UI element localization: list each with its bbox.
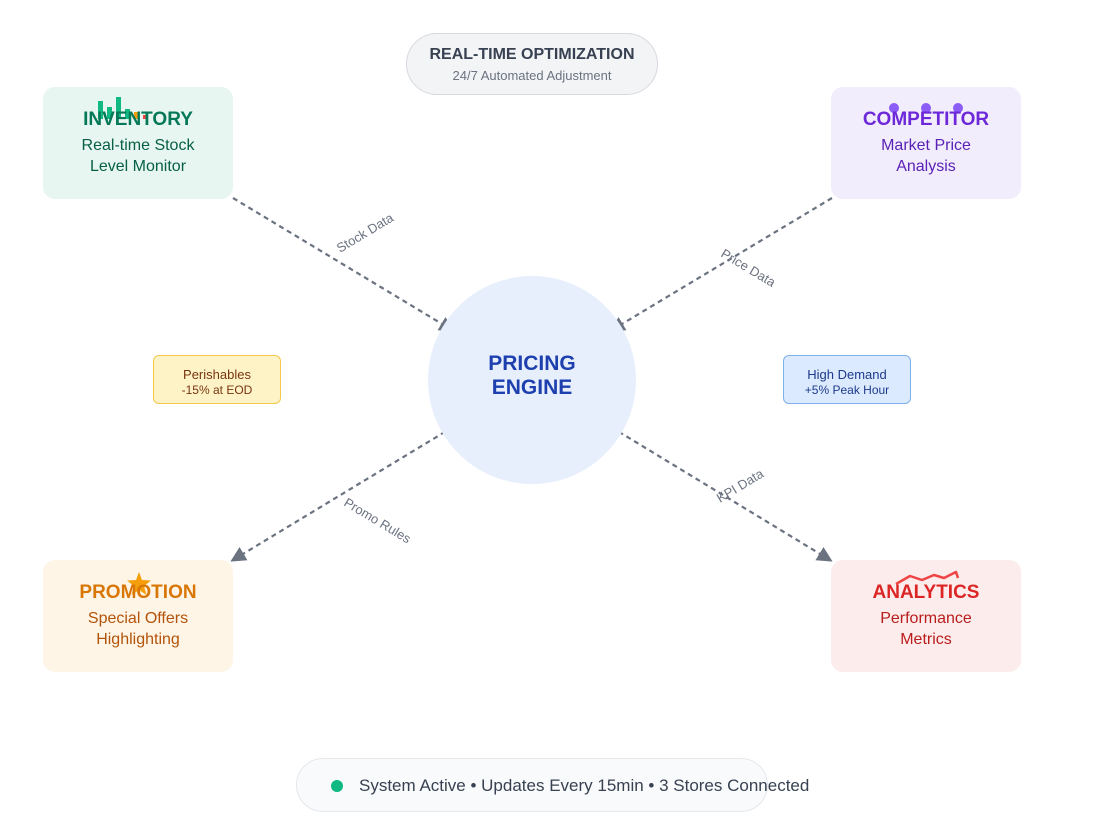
analytics-node[interactable]: ANALYTICS Performance Metrics [831,560,1021,672]
perishables-note: Perishables -15% at EOD [153,355,281,404]
competitor-title: COMPETITOR [862,109,990,130]
promotion-line2: Highlighting [96,631,180,648]
edge-price-data [609,197,833,332]
edge-label-stock: Stock Data [334,210,397,256]
promotion-line1: Special Offers [87,610,189,627]
inventory-node[interactable]: INVENTORY Real-time Stock Level Monitor [43,87,233,199]
engine-line1: PRICING [488,352,576,375]
edge-stock-data [232,197,455,332]
status-indicator-dot [331,780,343,792]
high-demand-note: High Demand +5% Peak Hour [783,355,911,404]
analytics-title: ANALYTICS [872,582,980,603]
competitor-line1: Market Price [881,137,971,154]
analytics-line1: Performance [880,610,972,627]
engine-line2: ENGINE [491,376,573,399]
edge-label-price: Price Data [718,246,778,291]
system-status-bar: System Active • Updates Every 15min • 3 … [296,758,809,812]
header-subtitle: 24/7 Automated Adjustment [452,68,612,83]
realtime-optimization-pill: REAL-TIME OPTIMIZATION 24/7 Automated Ad… [406,33,658,95]
competitor-node[interactable]: COMPETITOR Market Price Analysis [831,87,1021,199]
promotion-title: PROMOTION [79,582,197,603]
edge-label-kpi: KPI Data [714,466,767,506]
edge-label-promo: Promo Rules [341,495,414,547]
promotion-node[interactable]: PROMOTION Special Offers Highlighting [43,560,233,672]
inventory-line1: Real-time Stock [81,137,195,154]
edge-promo-rules [230,426,454,562]
competitor-line2: Analysis [896,158,956,175]
status-text: System Active • Updates Every 15min • 3 … [359,776,810,795]
edge-kpi-data [610,426,833,562]
analytics-line2: Metrics [900,631,952,648]
perishables-line2: -15% at EOD [181,383,253,397]
pricing-engine-node[interactable]: PRICING ENGINE [428,276,636,484]
demand-line1: High Demand [807,367,887,382]
line-chart-icon [895,570,960,586]
perishables-line1: Perishables [183,367,251,382]
dots-icon [889,103,963,113]
star-icon [127,572,151,595]
inventory-line2: Level Monitor [89,158,187,175]
demand-line2: +5% Peak Hour [804,383,890,397]
header-title: REAL-TIME OPTIMIZATION [429,46,635,63]
inventory-title: INVENTORY [83,109,193,130]
bar-chart-icon [98,97,148,119]
